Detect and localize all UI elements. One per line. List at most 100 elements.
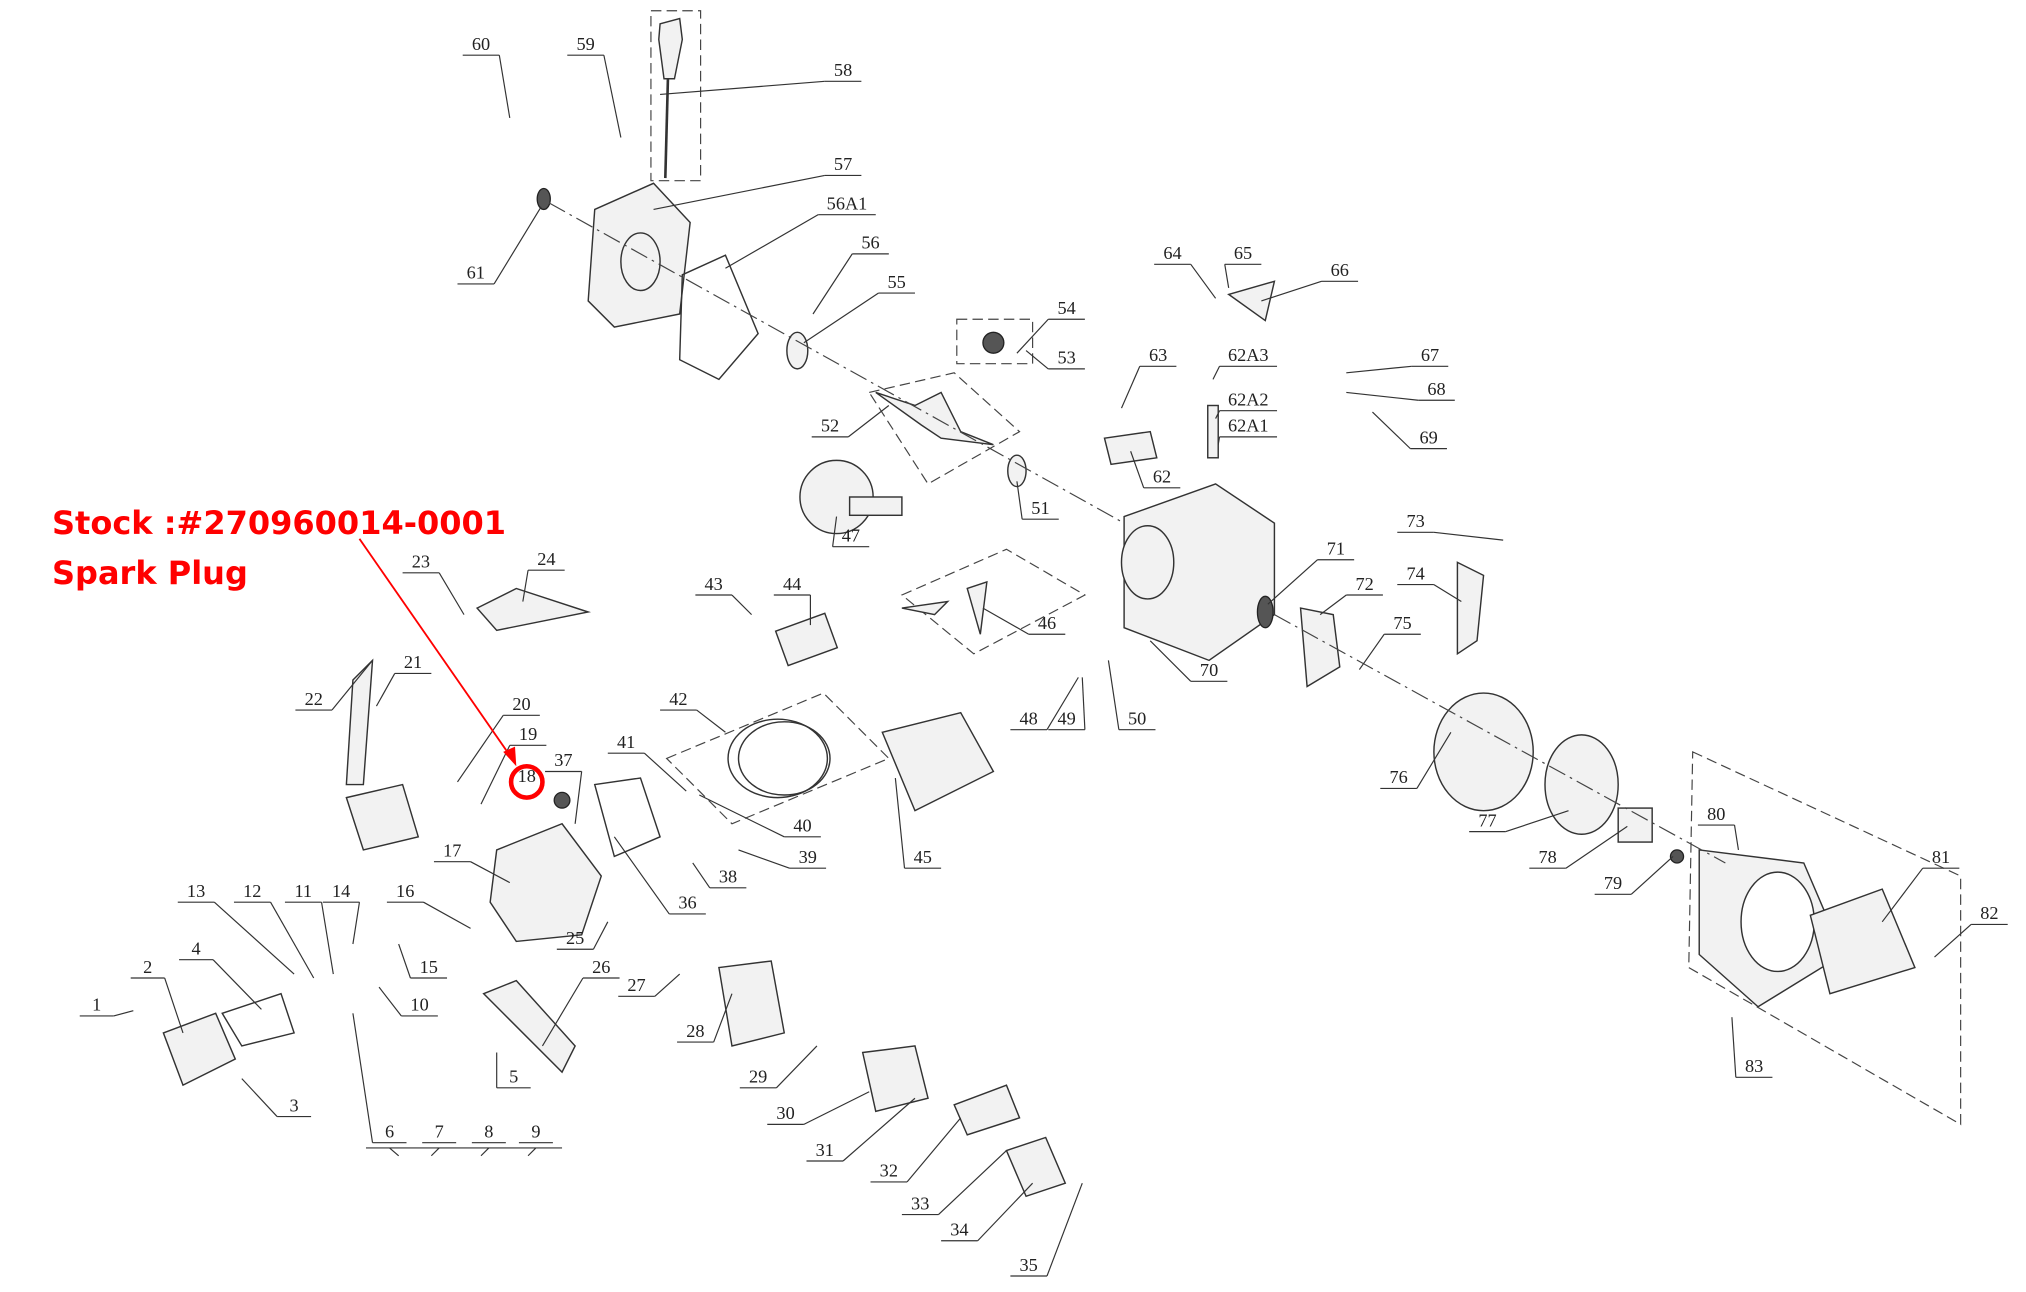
callout-5: 5 <box>496 1052 531 1089</box>
callout-62A1: 62A1 <box>1217 416 1278 445</box>
callout-52: 52 <box>811 405 890 438</box>
callout-number: 8 <box>484 1121 493 1141</box>
callout-71: 71 <box>1267 539 1355 605</box>
leader-line <box>1107 660 1120 730</box>
callout-number: 6 <box>385 1121 394 1141</box>
leader-line <box>977 1182 1034 1242</box>
callout-27: 27 <box>618 973 681 997</box>
callout-36: 36 <box>613 836 706 915</box>
callout-number: 43 <box>705 574 723 594</box>
callout-56: 56 <box>812 233 889 315</box>
leader-line <box>1346 365 1412 374</box>
cooling-fan <box>1544 734 1619 835</box>
valve-cover-gasket <box>221 992 296 1047</box>
callout-68: 68 <box>1346 379 1455 401</box>
callout-7: 7 <box>422 1121 457 1144</box>
callout-18: 18 <box>518 766 536 786</box>
callout-number: 65 <box>1234 243 1252 263</box>
leader-line <box>1046 677 1079 730</box>
callout-49: 49 <box>1048 677 1086 731</box>
leader-line <box>241 1078 278 1117</box>
callout-number: 76 <box>1389 767 1407 787</box>
callout-46: 46 <box>982 607 1066 635</box>
leader-line <box>456 714 504 783</box>
callout-76: 76 <box>1380 731 1452 790</box>
callout-number: 75 <box>1393 613 1411 633</box>
leader-line <box>725 214 819 269</box>
leader-line <box>775 1045 818 1089</box>
leader-line <box>1261 280 1322 302</box>
leader-line <box>938 1150 1007 1216</box>
part-name: Spark Plug <box>52 554 248 592</box>
callout-number: 77 <box>1478 810 1496 830</box>
piston <box>881 711 995 812</box>
leader-line <box>113 1010 134 1017</box>
carburetor <box>861 1045 929 1113</box>
callout-number: 56 <box>861 233 879 253</box>
leader-line <box>1416 731 1452 789</box>
callout-number: 55 <box>888 272 906 292</box>
head-gasket <box>593 777 661 858</box>
governor-arm <box>1207 404 1219 459</box>
leader-line <box>212 959 262 1010</box>
dipstick-cap <box>658 17 684 80</box>
callout-62A3: 62A3 <box>1212 345 1278 380</box>
piston-rings <box>727 718 829 799</box>
callout-74: 74 <box>1397 563 1462 603</box>
crankshaft-group-box <box>868 372 1021 485</box>
callout-number: 9 <box>531 1121 540 1141</box>
callout-33: 33 <box>901 1150 1007 1216</box>
group-bracket-6-9 <box>365 1147 563 1157</box>
crankshaft <box>875 391 994 446</box>
callout-82: 82 <box>1934 903 2008 958</box>
callout-1: 1 <box>79 995 134 1017</box>
callout-number: 5 <box>509 1067 518 1087</box>
leader-line <box>1224 264 1230 288</box>
leader-line <box>320 902 334 975</box>
callout-4: 4 <box>179 938 262 1010</box>
callout-10: 10 <box>378 986 438 1017</box>
callout-number: 33 <box>911 1193 929 1213</box>
callout-number: 49 <box>1057 708 1075 728</box>
callout-42: 42 <box>660 689 726 733</box>
leader-line <box>1358 633 1385 670</box>
callout-number: 48 <box>1020 708 1038 728</box>
leader-line <box>696 709 726 733</box>
callout-69: 69 <box>1372 411 1447 450</box>
callout-62: 62 <box>1130 451 1181 489</box>
rocker-group-box <box>900 548 1087 655</box>
callout-number: 14 <box>332 881 350 901</box>
leader-line <box>1733 824 1740 850</box>
leader-line <box>541 977 584 1047</box>
callout-60: 60 <box>462 34 511 119</box>
callout-80: 80 <box>1697 804 1740 850</box>
leader-line <box>375 673 396 707</box>
callout-38: 38 <box>692 862 747 889</box>
callout-12: 12 <box>233 881 315 979</box>
callout-number: 13 <box>187 881 205 901</box>
callout-6: 6 <box>352 1013 407 1144</box>
leader-line <box>1372 411 1411 450</box>
callout-number: 46 <box>1038 613 1056 633</box>
leader-line <box>1731 1017 1737 1078</box>
stock-number: Stock :#270960014-0001 <box>52 504 507 542</box>
callout-number: 40 <box>793 816 811 836</box>
callout-54: 54 <box>1016 298 1085 354</box>
leader-line <box>1046 1183 1083 1277</box>
highlight-circle <box>508 763 545 800</box>
callout-number: 56A1 <box>827 193 868 213</box>
callout-77: 77 <box>1469 810 1569 833</box>
callout-53: 53 <box>1025 348 1085 370</box>
callout-72: 72 <box>1319 574 1383 616</box>
callout-number: 62A3 <box>1228 345 1269 365</box>
callout-24: 24 <box>522 549 565 602</box>
callout-56A1: 56A1 <box>725 193 876 269</box>
carb-bracket <box>718 960 786 1047</box>
callout-number: 32 <box>880 1161 898 1181</box>
callout-number: 1 <box>92 995 101 1015</box>
leader-line <box>270 901 315 979</box>
callout-22: 22 <box>295 660 373 711</box>
callout-20: 20 <box>456 694 540 783</box>
callout-39: 39 <box>738 847 827 869</box>
